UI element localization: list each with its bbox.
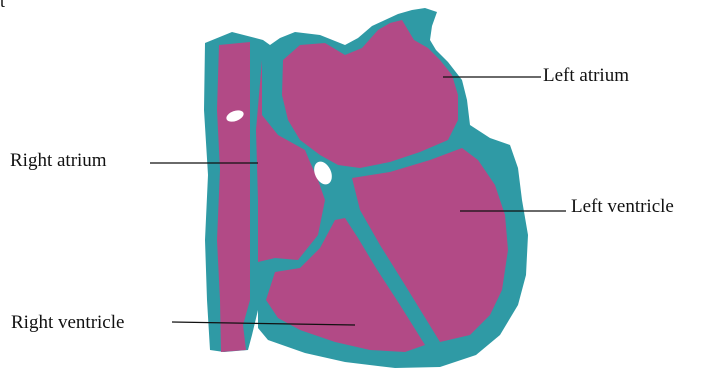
label-left-ventricle: Left ventricle — [571, 196, 674, 218]
label-right-atrium: Right atrium — [10, 150, 107, 172]
label-left-atrium: Left atrium — [543, 65, 629, 87]
vena-cava — [217, 42, 250, 352]
label-right-ventricle: Right ventricle — [11, 312, 124, 334]
